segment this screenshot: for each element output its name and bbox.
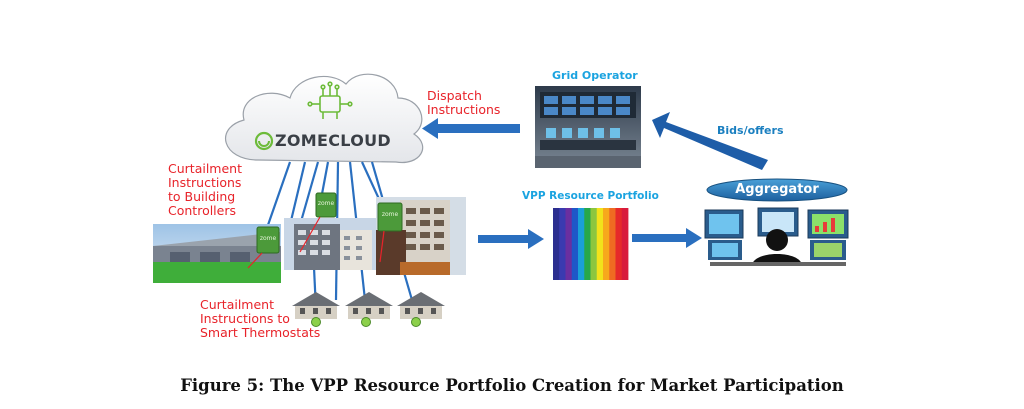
zome-logo-icon	[254, 131, 274, 151]
aggregator-workstation-image	[704, 207, 849, 266]
bids-offers-label: Bids/offers	[717, 124, 784, 137]
houses	[292, 292, 445, 319]
curtailment-buildings-label: Curtailment Instructions to Building Con…	[168, 161, 242, 218]
portfolio-stripe	[615, 208, 623, 280]
dispatch-instructions-label: Dispatch Instructions	[427, 88, 501, 117]
tower-building-image	[376, 197, 466, 275]
portfolio-stripe	[609, 208, 616, 280]
dispatch-arrow	[422, 118, 520, 139]
zomecloud-cloud	[225, 73, 424, 164]
portfolio-stripe	[596, 208, 604, 280]
controller-wires	[247, 216, 385, 269]
vpp-portfolio-stripes	[553, 208, 629, 280]
portfolio-stripe	[590, 208, 598, 280]
portfolio-stripe	[559, 208, 566, 280]
to-aggregator-arrow	[632, 228, 702, 248]
to-portfolio-arrow	[478, 229, 544, 249]
smart-thermostat-icons	[311, 317, 421, 327]
portfolio-stripe	[571, 208, 579, 280]
aggregator-label: Aggregator	[735, 182, 819, 197]
controller-box-label: zome	[317, 200, 335, 207]
zomecloud-brand-text: ZOMECLOUD	[275, 131, 391, 150]
grid-operator-title: Grid Operator	[552, 69, 638, 82]
figure-caption: Figure 5: The VPP Resource Portfolio Cre…	[180, 376, 844, 395]
portfolio-stripe	[578, 208, 585, 280]
portfolio-stripe	[553, 208, 560, 280]
control-room-image	[535, 86, 641, 168]
aggregator-badge	[706, 178, 848, 202]
curtailment-thermostats-label: Curtailment Instructions to Smart Thermo…	[200, 297, 321, 340]
controller-box-label: zome	[381, 211, 399, 218]
vpp-portfolio-title: VPP Resource Portfolio	[522, 190, 659, 202]
portfolio-stripe	[621, 208, 629, 280]
controller-box-label: zome	[259, 235, 277, 242]
midrise-building-image	[284, 218, 376, 270]
portfolio-stripe	[584, 208, 591, 280]
portfolio-stripe	[565, 208, 573, 280]
controller-boxes	[256, 192, 403, 254]
circuit-chip-icon	[307, 81, 353, 119]
portfolio-stripe	[603, 208, 610, 280]
bids-arrow	[652, 112, 768, 170]
